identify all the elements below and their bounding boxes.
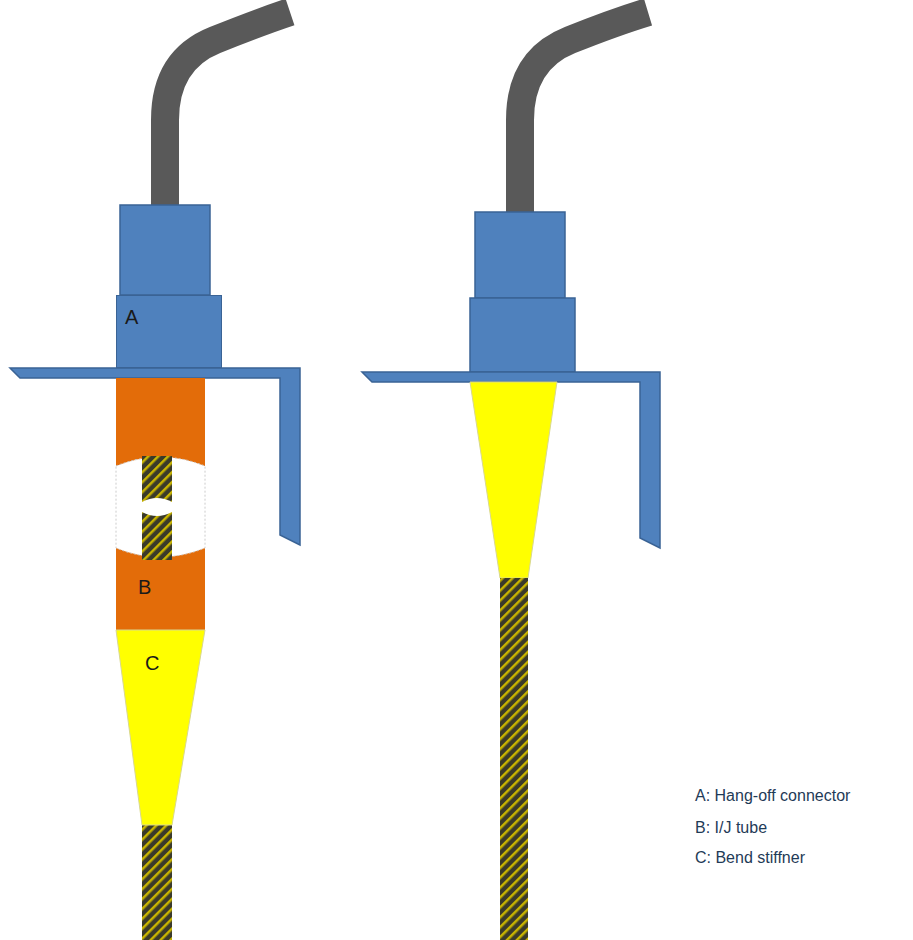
bend-stiffener: C (116, 630, 205, 825)
legend-text: C: Bend stiffner (695, 848, 805, 867)
i-j-tube: B (116, 378, 205, 630)
stiffener-shape (116, 630, 205, 825)
part-letter: A (125, 306, 138, 328)
legend-text: B: I/J tube (695, 818, 767, 837)
hang-off-connector: A (116, 295, 222, 368)
cable (165, 12, 290, 210)
connector-top (120, 205, 210, 295)
cable (520, 12, 648, 212)
legend-text: A: Hang-off connector (695, 786, 850, 805)
cable-gap (142, 498, 172, 516)
cable-hatched (142, 456, 172, 560)
stiffener-outline (116, 630, 205, 825)
cable-hatched (500, 578, 528, 940)
part-letter: B (138, 576, 151, 598)
part-letter: C (145, 652, 159, 674)
tube-cutout (116, 378, 205, 630)
cable-hatched (142, 825, 172, 940)
connector-top (475, 212, 565, 298)
bend-stiffener (470, 382, 557, 578)
connector-base (470, 298, 575, 372)
